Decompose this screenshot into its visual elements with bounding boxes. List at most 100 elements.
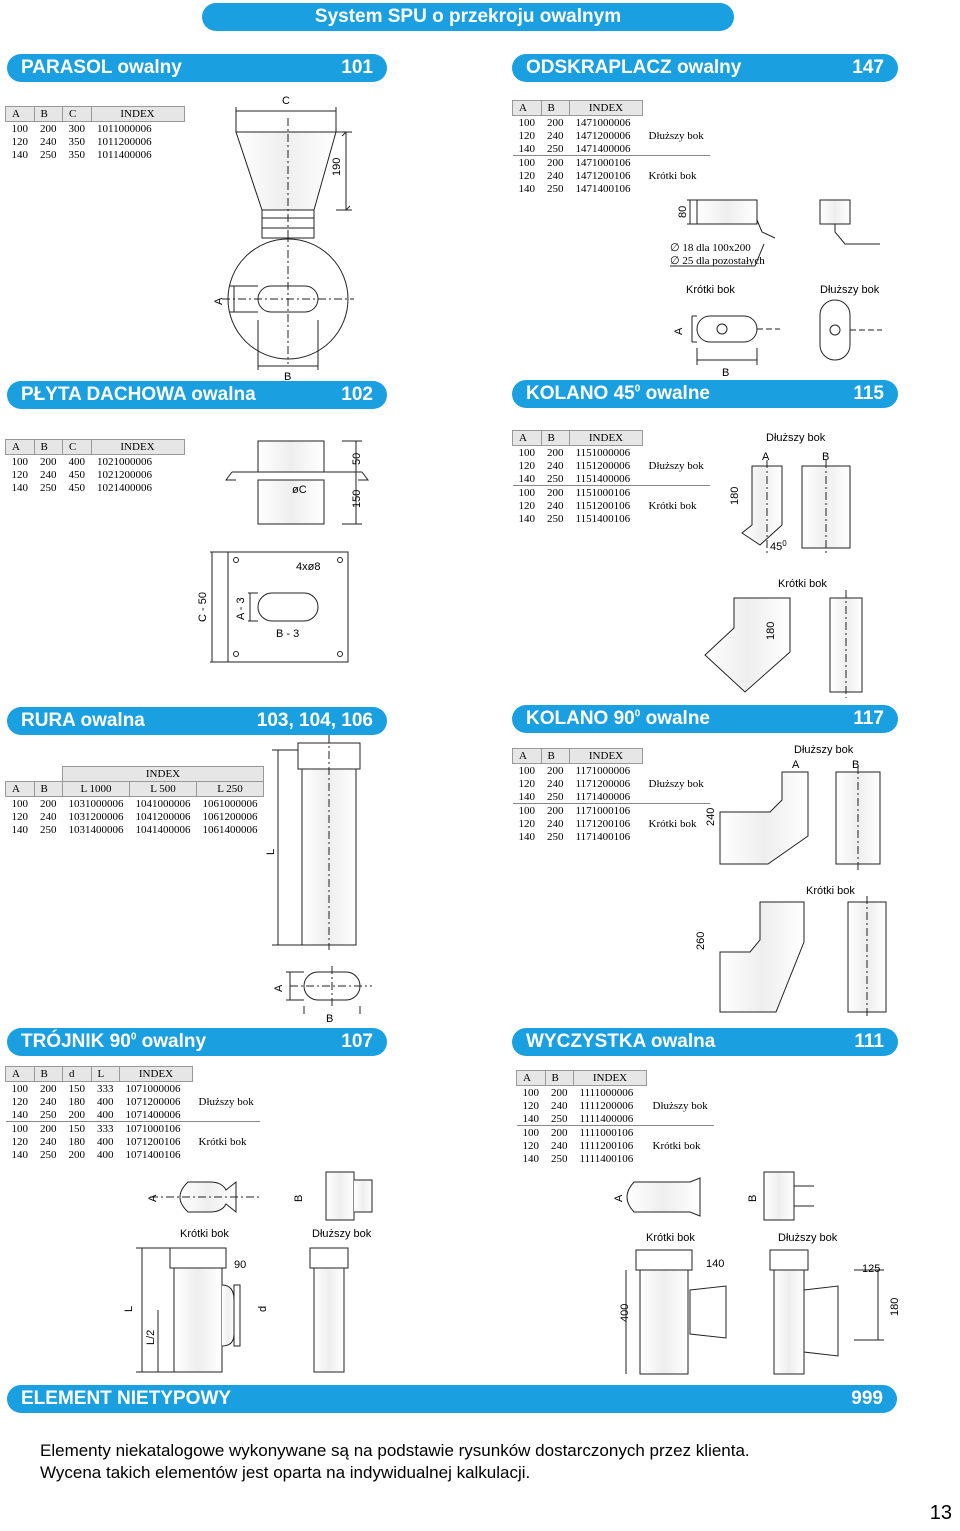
drain-side-view <box>670 199 880 267</box>
custom-note-line1: Elementy niekatalogowe wykonywane są na … <box>40 1441 750 1460</box>
section-code: 147 <box>852 57 884 78</box>
tee-dim-90: 90 <box>234 1259 246 1271</box>
section-title: TRÓJNIK 900 owalny <box>21 1031 207 1052</box>
parasol-hood-drawing <box>235 107 352 244</box>
elbow45-view-short: Krótki bok <box>778 578 827 590</box>
col-header: B <box>540 430 570 446</box>
section-header-rura: RURA owalna 103, 104, 106 <box>7 707 387 735</box>
plate-dim-a3: A - 3 <box>235 597 247 620</box>
section-header-trojnik: TRÓJNIK 900 owalny 107 <box>7 1028 387 1056</box>
section-title: ODSKRAPLACZ owalny <box>526 57 742 78</box>
cleanout-side-views <box>625 1249 884 1375</box>
drain-dim-h: 80 <box>677 206 689 218</box>
elbow90-view-long: Dłuższy bok <box>794 744 854 756</box>
section-code: 107 <box>341 1031 373 1052</box>
tee-top-views <box>150 1171 373 1221</box>
col-header: A <box>5 439 35 455</box>
section-title: PARASOL owalny <box>21 57 182 78</box>
elbow45-angle: 450 <box>770 539 787 553</box>
elbow90-long-view <box>719 766 881 870</box>
cleanout-dim-125: 125 <box>862 1263 880 1275</box>
plate-dim-c50: C - 50 <box>197 592 209 622</box>
drain-dim-a: A <box>673 327 685 335</box>
section-code: 117 <box>853 708 884 729</box>
elbow90-dim-1: 240 <box>705 808 717 826</box>
drain-note-1: ∅ 18 dla 100x200 <box>670 242 751 254</box>
col-header: B <box>540 748 570 764</box>
elbow90-view-short: Krótki bok <box>806 885 855 897</box>
elbow45-dim-a: A <box>762 451 770 463</box>
parasol-dim-h: 190 <box>331 158 343 176</box>
col-header: L 500 <box>129 781 197 797</box>
pipe-dim-l: L <box>265 849 277 855</box>
plate-dim-h2: 150 <box>351 490 363 508</box>
section-code: 103, 104, 106 <box>256 710 373 731</box>
plate-dim-b3: B - 3 <box>276 628 299 640</box>
parasol-dim-c: C <box>282 95 290 107</box>
section-title: RURA owalna <box>21 710 145 731</box>
elbow90-dim-b: B <box>852 759 859 771</box>
cleanout-top-views <box>626 1171 814 1221</box>
tee-dim-l2: L/2 <box>145 1330 157 1345</box>
custom-note-line2: Wycena takich elementów jest oparta na i… <box>40 1463 531 1482</box>
page-title: System SPU o przekroju owalnym <box>202 3 734 31</box>
col-header: A <box>512 100 542 116</box>
elbow90-dim-2: 260 <box>695 932 707 950</box>
col-header: A <box>5 781 35 797</box>
cleanout-view-long: Dłuższy bok <box>778 1232 838 1244</box>
col-header: C <box>62 439 92 455</box>
parasol-dim-b: B <box>284 371 291 383</box>
parasol-top-view <box>222 234 354 370</box>
cleanout-dim-400: 400 <box>619 1304 631 1322</box>
section-header-odskraplacz: ODSKRAPLACZ owalny 147 <box>512 54 898 82</box>
section-code: 102 <box>341 384 373 405</box>
tee-dim-l: L <box>123 1306 135 1312</box>
tee-dim-b: B <box>293 1195 305 1202</box>
elbow45-view-long: Dłuższy bok <box>766 432 826 444</box>
drain-top-views <box>691 299 882 365</box>
section-header-nietypowy: ELEMENT NIETYPOWY 999 <box>7 1385 897 1413</box>
tee-dim-a: A <box>147 1194 159 1202</box>
page-number: 13 <box>929 1502 952 1524</box>
section-title: WYCZYSTKA owalna <box>526 1031 716 1052</box>
section-header-parasol: PARASOL owalny 101 <box>7 54 387 82</box>
section-title: PŁYTA DACHOWA owalna <box>21 384 256 405</box>
col-header: B <box>33 439 63 455</box>
tee-dim-d: d <box>257 1306 269 1312</box>
section-header-plyta: PŁYTA DACHOWA owalna 102 <box>7 381 387 409</box>
parasol-dim-a: A <box>213 297 225 305</box>
drain-note-2: ∅ 25 dla pozostałych <box>670 255 765 267</box>
plate-dim-holes: 4xø8 <box>296 561 320 573</box>
drain-view-long: Dłuższy bok <box>820 284 880 296</box>
